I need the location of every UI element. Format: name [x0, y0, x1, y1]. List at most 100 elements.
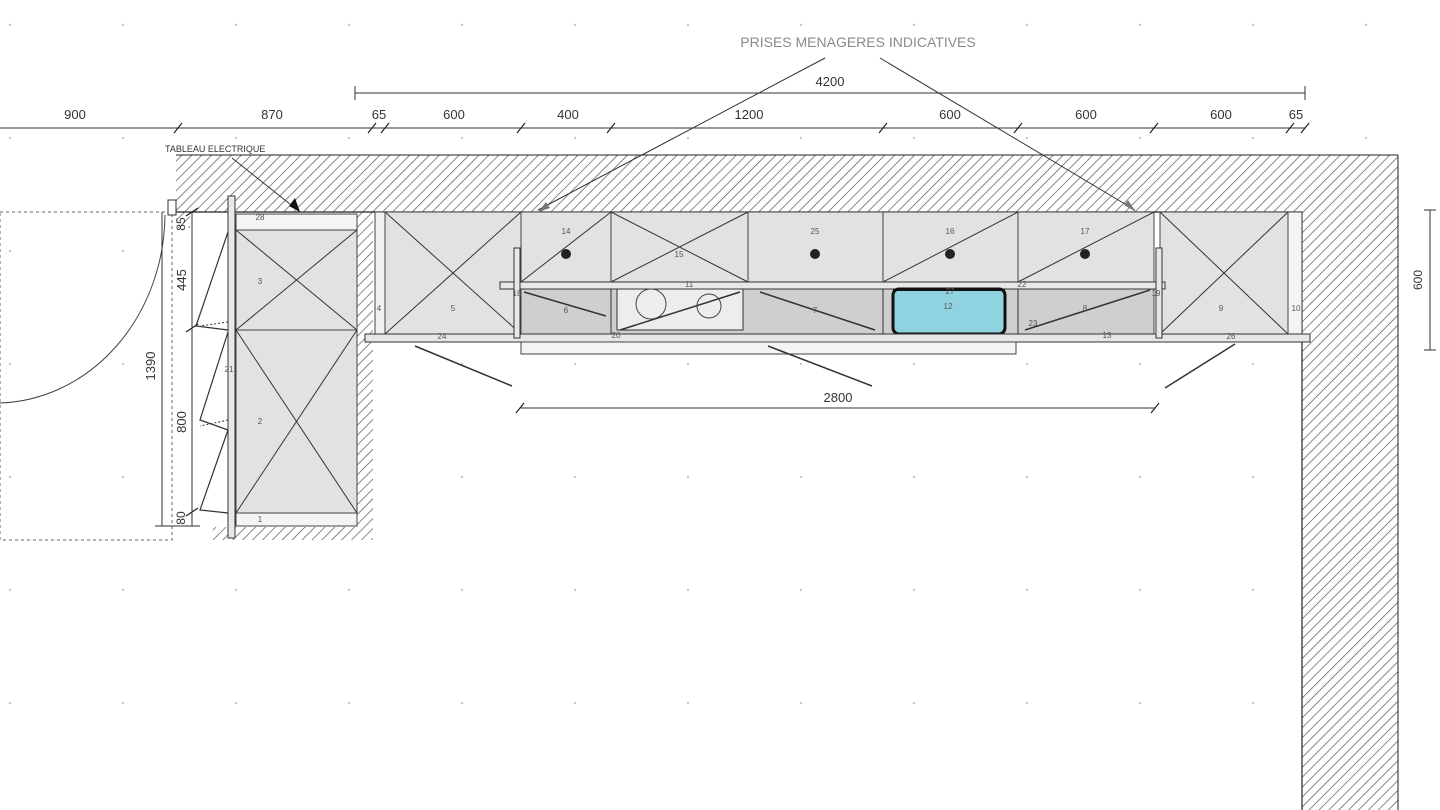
module-number: 10: [1292, 304, 1301, 313]
grid-dot: [347, 23, 351, 27]
grid-dot: [1138, 588, 1142, 592]
grid-dot: [234, 136, 238, 140]
grid-dot: [1138, 701, 1142, 705]
grid-dot: [686, 588, 690, 592]
module-number: 23: [1029, 319, 1038, 328]
grid-dot: [686, 136, 690, 140]
dimension-tick: [1150, 402, 1160, 414]
grid-dot: [912, 23, 916, 27]
module-number: 4: [377, 304, 382, 313]
grid-dot: [1251, 136, 1255, 140]
socket-markers: [561, 249, 1090, 259]
grid-dot: [460, 136, 464, 140]
grid-dot: [1025, 701, 1029, 705]
dimension-tick: [1285, 122, 1295, 134]
tableau-note: TABLEAU ELECTRIQUE: [165, 144, 265, 154]
door-swing: [0, 199, 177, 541]
grid-dot: [912, 136, 916, 140]
dim-top-400: 400: [557, 107, 579, 122]
right-wall: [1302, 155, 1398, 810]
grid-dot: [121, 701, 125, 705]
grid-dot: [1251, 23, 1255, 27]
grid-dot: [8, 23, 12, 27]
module-number: 1: [258, 515, 263, 524]
dimension-lines: [0, 57, 1436, 527]
grid-dot: [8, 136, 12, 140]
grid-dot: [1138, 23, 1142, 27]
dimension-tick: [185, 507, 199, 517]
module-number: 21: [225, 365, 234, 374]
grid-dot: [799, 701, 803, 705]
grid-dot: [234, 23, 238, 27]
grid-dot: [1251, 475, 1255, 479]
dimension-tick: [516, 122, 526, 134]
grid-dot: [573, 362, 577, 366]
overall-width-label: 4200: [816, 74, 845, 89]
module-number: 11: [685, 280, 694, 289]
grid-dot: [347, 588, 351, 592]
grid-dot: [799, 588, 803, 592]
dim-top-870: 870: [261, 107, 283, 122]
dim-v-445: 445: [174, 269, 189, 291]
module-number: 9: [1219, 304, 1224, 313]
grid-dot: [1138, 136, 1142, 140]
grid-dot: [1251, 701, 1255, 705]
dimension-tick: [173, 122, 183, 134]
grid-dot: [460, 701, 464, 705]
grid-dot: [1364, 23, 1368, 27]
grid-dot: [799, 136, 803, 140]
prises-note: PRISES MENAGERES INDICATIVES: [740, 34, 975, 50]
grid-dot: [1025, 588, 1029, 592]
dim-depth-600: 600: [1411, 270, 1425, 290]
dim-top-600c: 600: [1075, 107, 1097, 122]
dimension-tick: [878, 122, 888, 134]
grid-dot: [573, 588, 577, 592]
top-wall: [176, 155, 1398, 212]
column-right-wall: [357, 212, 373, 540]
dimension-tick: [185, 207, 199, 217]
grid-dot: [1251, 588, 1255, 592]
dim-top-600d: 600: [1210, 107, 1232, 122]
module-number: 26: [1227, 332, 1236, 341]
grid-dot: [912, 475, 916, 479]
grid-dot: [573, 136, 577, 140]
grid-dot: [121, 475, 125, 479]
grid-dot: [1138, 475, 1142, 479]
module-number: 16: [946, 227, 955, 236]
dim-top-600a: 600: [443, 107, 465, 122]
grid-dot: [912, 701, 916, 705]
dim-top-1200: 1200: [735, 107, 764, 122]
grid-dot: [1025, 475, 1029, 479]
grid-dot: [686, 362, 690, 366]
module-number: 3: [258, 277, 263, 286]
module-number: 24: [438, 332, 447, 341]
grid-dot: [686, 23, 690, 27]
dim-v-85: 85: [174, 217, 188, 231]
grid-dot: [8, 475, 12, 479]
module-number: 7: [813, 306, 818, 315]
grid-dot: [799, 23, 803, 27]
tall-column-unit: [195, 195, 358, 539]
module-number: 27: [946, 287, 955, 296]
grid-dot: [573, 23, 577, 27]
dimension-tick: [515, 402, 525, 414]
module-number: 5: [451, 304, 456, 313]
module-number: 2: [258, 417, 263, 426]
module-number: 17: [1081, 227, 1090, 236]
grid-dots: [8, 23, 1368, 705]
grid-dot: [573, 475, 577, 479]
column-bottom-wall: [213, 527, 373, 540]
grid-dot: [1364, 136, 1368, 140]
module-number: 8: [1083, 304, 1088, 313]
grid-dot: [8, 701, 12, 705]
dim-base-run: 2800: [824, 390, 853, 405]
dimension-tick: [1149, 122, 1159, 134]
dimension-tick: [1300, 122, 1310, 134]
module-number: 18: [513, 289, 522, 298]
module-number: 14: [562, 227, 571, 236]
grid-dot: [234, 701, 238, 705]
module-number: 13: [1103, 331, 1112, 340]
grid-dot: [1025, 136, 1029, 140]
grid-dot: [234, 588, 238, 592]
